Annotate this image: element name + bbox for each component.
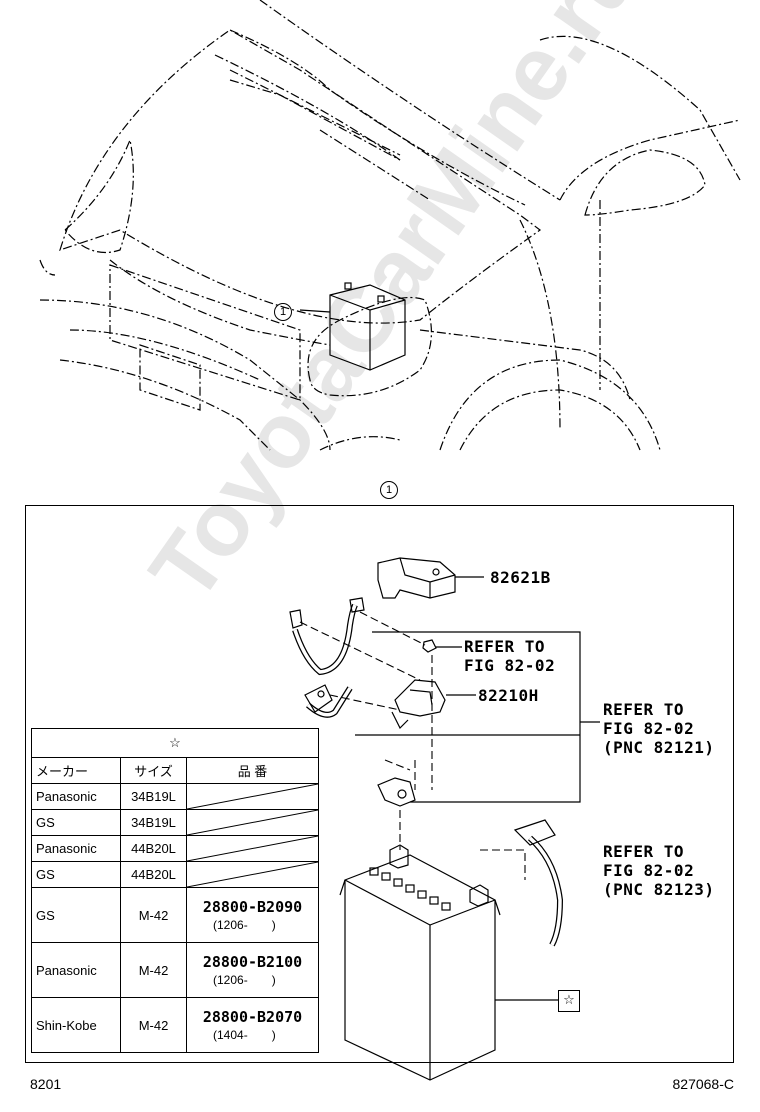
cell-size: 34B19L	[120, 783, 187, 810]
table-row: GS 34B19L	[31, 809, 319, 836]
table-row: Panasonic 44B20L	[31, 835, 319, 862]
part-number: 28800-B2100	[202, 952, 303, 971]
cell-part: 28800-B2100 (1206- )	[186, 942, 319, 998]
cell-maker: GS	[31, 887, 121, 943]
cell-part: 28800-B2070 (1404- )	[186, 997, 319, 1053]
cell-size: M-42	[120, 997, 187, 1053]
cell-part-empty	[186, 861, 319, 888]
cell-maker: Panasonic	[31, 783, 121, 810]
refer-small-line2: FIG 82-02	[464, 656, 556, 675]
table-header-row: メーカー サイズ 品 番	[31, 757, 319, 784]
header-star: ☆	[31, 728, 319, 758]
cell-size: M-42	[120, 942, 187, 998]
cell-part-empty	[186, 835, 319, 862]
cell-size: M-42	[120, 887, 187, 943]
col-part: 品 番	[186, 757, 319, 784]
cell-size: 34B19L	[120, 809, 187, 836]
cell-part-empty	[186, 809, 319, 836]
footer-page-code: 8201	[30, 1076, 62, 1092]
refer-pnc2-line1: REFER TO	[603, 842, 685, 861]
refer-small-line1: REFER TO	[464, 637, 546, 656]
col-maker: メーカー	[31, 757, 121, 784]
cell-maker: Shin-Kobe	[31, 997, 121, 1053]
refer-pnc1-line3: (PNC 82121)	[603, 738, 715, 757]
callout-1-section: 1	[380, 481, 398, 499]
battery-spec-table: ☆ メーカー サイズ 品 番 Panasonic 34B19L GS 34B19…	[31, 728, 319, 1053]
table-row: GS 44B20L	[31, 861, 319, 888]
part-number: 28800-B2090	[202, 897, 303, 916]
cell-part-empty	[186, 783, 319, 810]
detail-frame	[25, 505, 734, 1063]
star-reference-box: ☆	[558, 990, 580, 1012]
cell-maker: GS	[31, 861, 121, 888]
refer-pnc1-line2: FIG 82-02	[603, 719, 695, 738]
refer-pnc1-line1: REFER TO	[603, 700, 685, 719]
col-size: サイズ	[120, 757, 187, 784]
cell-size: 44B20L	[120, 861, 187, 888]
footer-figure-code: 827068-C	[672, 1076, 735, 1092]
refer-pnc2-line2: FIG 82-02	[603, 861, 695, 880]
cell-maker: Panasonic	[31, 835, 121, 862]
callout-1-car: 1	[274, 303, 292, 321]
cell-size: 44B20L	[120, 835, 187, 862]
refer-pnc2-line3: (PNC 82123)	[603, 880, 715, 899]
table-row: GS M-42 28800-B2090 (1206- )	[31, 887, 319, 943]
cell-maker: GS	[31, 809, 121, 836]
table-header-star-row: ☆	[31, 728, 319, 758]
table-row: Shin-Kobe M-42 28800-B2070 (1404- )	[31, 997, 319, 1053]
cell-part: 28800-B2090 (1206- )	[186, 887, 319, 943]
part-date: (1206- )	[213, 972, 276, 987]
part-label-82621b: 82621B	[490, 568, 551, 587]
cell-maker: Panasonic	[31, 942, 121, 998]
part-number: 28800-B2070	[202, 1007, 303, 1026]
part-date: (1404- )	[213, 1027, 276, 1042]
table-row: Panasonic 34B19L	[31, 783, 319, 810]
part-date: (1206- )	[213, 917, 276, 932]
table-row: Panasonic M-42 28800-B2100 (1206- )	[31, 942, 319, 998]
part-label-82210h: 82210H	[478, 686, 539, 705]
